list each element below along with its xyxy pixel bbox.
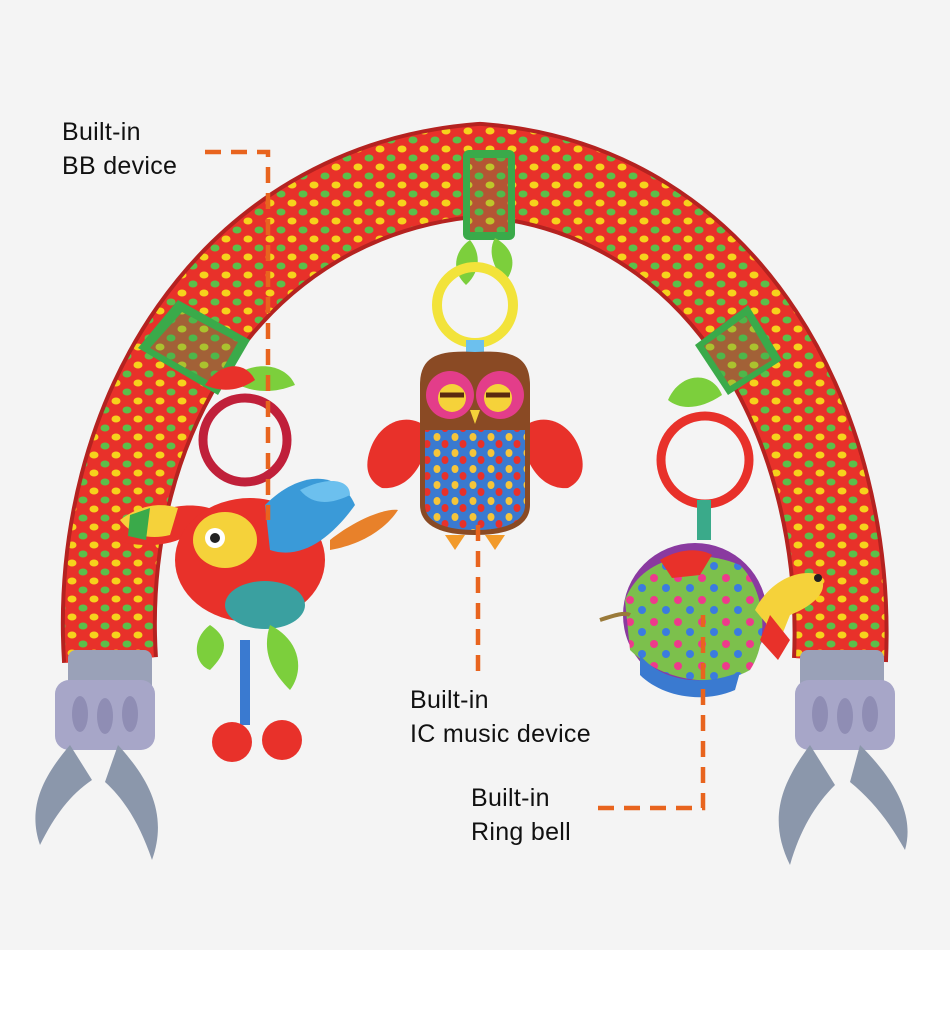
callout-ic-music-device: Built-in IC music device [410, 683, 591, 751]
left-clip [35, 650, 158, 860]
callout-bb-device-line2: BB device [62, 152, 178, 180]
left-ring [198, 366, 295, 487]
callout-bb-device: Built-in BB device [62, 115, 177, 183]
turtle-ball-plush [599, 543, 824, 698]
fabric-band-top [456, 150, 515, 285]
right-clip [778, 650, 908, 865]
callout-ic-music-line2: IC music device [410, 720, 591, 748]
right-ring [656, 377, 754, 540]
bottom-strip [0, 950, 950, 1010]
callout-ring-bell-line1: Built-in [471, 784, 550, 812]
callout-ring-bell: Built-in Ring bell [471, 781, 571, 849]
leader-line-bb-device [205, 149, 271, 520]
callout-ic-music-line1: Built-in [410, 686, 489, 714]
callout-ring-bell-line2: Ring bell [471, 818, 571, 846]
owl-plush [367, 351, 583, 550]
center-ring [432, 262, 518, 365]
leader-line-ring-bell [598, 615, 706, 811]
fabric-band-right [695, 305, 782, 395]
toucan-plush [115, 478, 398, 762]
stroller-arch-toy-illustration [35, 121, 908, 865]
callout-bb-device-line1: Built-in [62, 118, 141, 146]
